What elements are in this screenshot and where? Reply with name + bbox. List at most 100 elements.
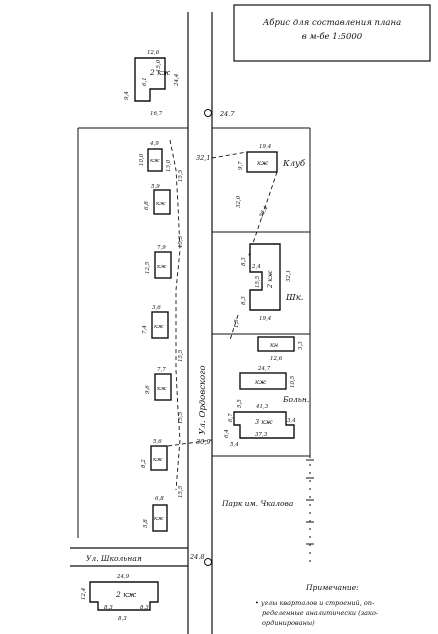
building-3kzh-code: 3 кж — [255, 418, 273, 426]
dim-kn-1: 12,6 — [270, 356, 283, 362]
dim-bottom-left-3: 8,3 — [104, 605, 113, 611]
house-left-1-code: кж — [150, 158, 160, 164]
house-left-6: кж 5,6 8,2 — [141, 439, 168, 471]
dim-bottom-left-1: 24,9 — [116, 574, 130, 580]
left-measure-1: 15,5 — [178, 169, 184, 182]
left-measure-4: 15,5 — [178, 411, 184, 424]
left-measure-3: 15,5 — [178, 349, 184, 362]
station-label-bottom: 24.8 — [189, 553, 204, 561]
dim-top-left-4: 9,4 — [124, 91, 130, 100]
building-school — [249, 243, 281, 311]
measure-club-1: 32,1 — [196, 154, 210, 162]
house-left-4-code: кж — [154, 324, 164, 330]
building-hospital-code: кж — [255, 378, 267, 386]
house-left-1-dim-3: 13,0 — [166, 159, 172, 172]
house-left-7-code: кж — [154, 516, 164, 522]
club-school-diagonal — [247, 171, 278, 259]
note-text-2: ределенные аналитически (зако- — [262, 609, 378, 617]
school-tie-dash — [229, 314, 239, 341]
tie-30-9 — [167, 439, 213, 447]
house-left-4: кж 3,6 7,4 — [142, 305, 169, 339]
label-club: Клуб — [282, 158, 306, 169]
building-bottom-left-code: 2 кж — [115, 590, 137, 599]
house-left-5-dim-1: 7,7 — [157, 367, 166, 373]
dim-top-left-6: 16,7 — [150, 111, 163, 117]
building-bottom-left — [89, 581, 159, 611]
dim-school-2: 8,3 — [241, 257, 247, 266]
left-tie-dashes — [169, 139, 181, 491]
dim-club-2: 9,7 — [238, 161, 244, 170]
label-school: Шк. — [285, 293, 303, 303]
station-marker-bottom — [204, 558, 212, 566]
house-left-3-code: кж — [157, 264, 167, 270]
dim-bottom-left-4: 8,3 — [140, 605, 149, 611]
building-kn — [257, 336, 295, 352]
house-left-5: кж 7,7 9,6 — [145, 367, 172, 401]
house-left-2-dim-1: 5,9 — [151, 184, 160, 190]
house-left-2: кж 5,9 6,8 — [144, 184, 171, 215]
dim-3kzh-2: 6,7 — [228, 413, 234, 422]
station-label-top: 24.7 — [219, 110, 235, 118]
dim-hospital-2: 10,5 — [290, 375, 296, 388]
dim-3kzh-7: 6,4 — [224, 429, 230, 438]
house-left-1: кж 4,9 10,0 13,0 — [139, 141, 172, 172]
main-street-name: Ул. Ордовского — [198, 365, 208, 434]
dim-top-left-5: 24,4 — [174, 73, 180, 87]
label-park: Парк им. Чкалова — [221, 499, 293, 508]
title-box — [233, 4, 431, 62]
title-line-2: в м-бе 1:5000 — [302, 31, 363, 42]
title-line-1: Абрис для составления плана — [262, 17, 401, 28]
dim-bottom-left-2: 12,4 — [81, 587, 87, 600]
note-heading: Примечание: — [305, 583, 359, 592]
dim-top-left-2: 15,0 — [156, 59, 162, 72]
measure-school-tie: 1,5 — [234, 319, 240, 328]
building-3kzh — [233, 411, 295, 439]
dim-club-1: 19,4 — [259, 144, 272, 150]
building-top-left — [134, 57, 166, 102]
dim-school-4: 8,3 — [241, 296, 247, 305]
dim-school-3: 15,5 — [255, 275, 261, 288]
house-left-1-dim-1: 4,9 — [149, 141, 159, 147]
measure-diagonal: 39,4 — [258, 205, 269, 219]
dim-3kzh-5: 3,4 — [287, 418, 296, 424]
left-measure-2: 15,5 — [178, 235, 184, 248]
house-left-5-dim-2: 9,6 — [145, 385, 151, 394]
dim-kn-2: 3,3 — [298, 341, 304, 350]
dim-bottom-left-5: 8,3 — [118, 616, 127, 622]
building-club-code: кж — [257, 159, 269, 167]
dim-school-5: 32,1 — [286, 270, 292, 282]
station-marker-top — [204, 109, 212, 117]
dim-top-left-3: 6,1 — [142, 77, 148, 86]
side-street-name: Ул. Школьная — [86, 554, 142, 563]
dim-3kzh-1: 41,3 — [255, 404, 269, 410]
building-kn-code: кн — [270, 341, 278, 349]
house-left-2-code: кж — [156, 201, 166, 207]
dim-hospital-1: 24,7 — [257, 366, 271, 372]
park-fence-marks — [306, 459, 314, 545]
building-school-code: 2 кж — [266, 270, 274, 289]
house-left-4-dim-1: 3,6 — [152, 305, 161, 311]
dim-school-6: 19,4 — [259, 316, 272, 322]
house-left-7-dim-1: 6,8 — [155, 496, 164, 502]
building-top-left-code: 2 кж — [149, 68, 171, 77]
measure-30-9: 30,9 — [196, 438, 210, 446]
dim-3kzh-4: 37,3 — [255, 432, 268, 438]
house-left-5-code: кж — [157, 386, 167, 392]
club-tie-line — [211, 151, 248, 159]
dim-top-left-1: 12,6 — [147, 50, 160, 56]
label-hospital: Больн. — [282, 395, 309, 404]
house-left-6-dim-2: 8,2 — [141, 459, 147, 468]
house-left-6-dim-1: 5,6 — [153, 439, 162, 445]
dim-school-1: 2,4 — [251, 264, 261, 270]
dim-3kzh-6: 5,4 — [230, 442, 239, 448]
house-left-3-dim-1: 7,9 — [157, 245, 166, 251]
dim-3kzh-3: 5,5 — [237, 399, 243, 408]
building-club — [246, 151, 278, 173]
house-left-7-dim-2: 5,8 — [143, 519, 149, 528]
house-left-6-code: кж — [153, 457, 163, 463]
house-left-3-dim-2: 12,5 — [145, 261, 151, 274]
measure-club-2: 32,0 — [236, 195, 242, 208]
note-text-3: ординированы) — [262, 619, 315, 627]
house-left-2-dim-2: 6,8 — [144, 201, 150, 210]
